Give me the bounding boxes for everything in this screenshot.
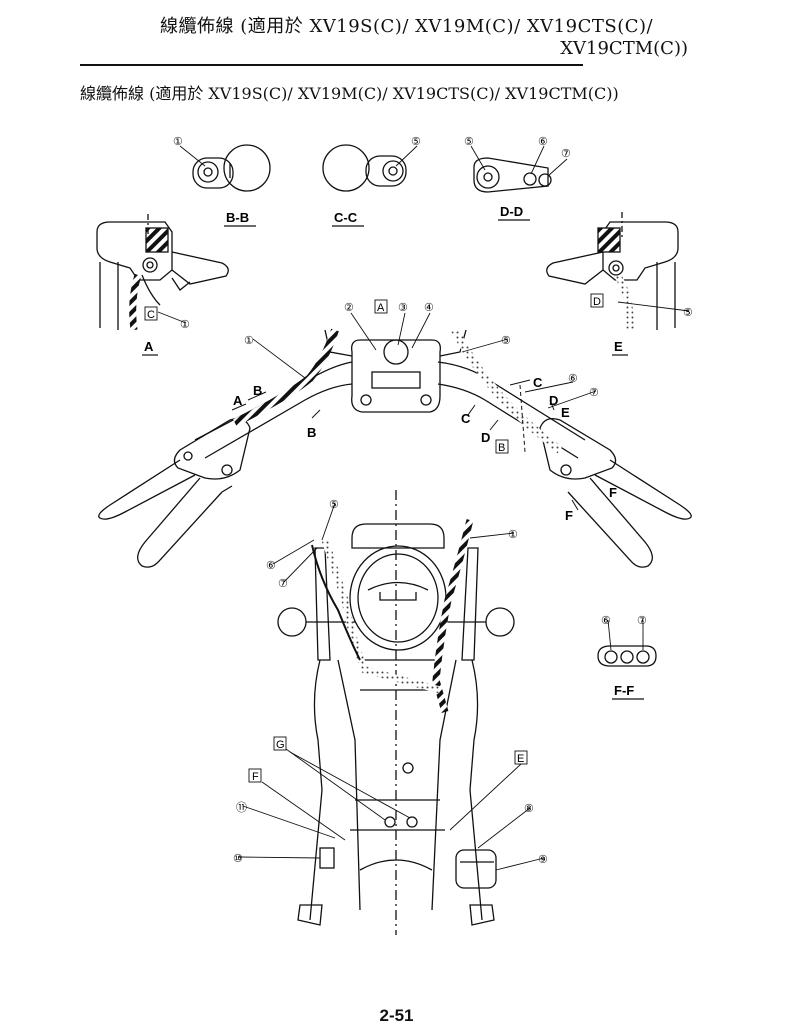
page-number: 2-51 bbox=[379, 1006, 414, 1025]
section-indicators bbox=[231, 379, 601, 511]
callout-5-cc: ⑤ bbox=[411, 136, 421, 148]
arrow-letter-c-lower: C bbox=[461, 411, 471, 426]
view-labels: B-B C-C D-D A E F-F bbox=[142, 204, 644, 700]
callout-6-ff: ⑥ bbox=[601, 615, 611, 627]
callout-7-ff: ⑦ bbox=[637, 615, 647, 627]
detail-a-left-switch bbox=[96, 214, 229, 331]
box-letter-e: E bbox=[517, 753, 524, 765]
arrow-letter-e: E bbox=[561, 405, 570, 420]
callout-1-handlebar: ① bbox=[244, 335, 254, 347]
arrow-letter-a: A bbox=[233, 393, 243, 408]
arrow-letters: A B B C C D D E F F bbox=[233, 375, 617, 523]
view-label-a: A bbox=[144, 339, 154, 354]
callout-1-a: ① bbox=[180, 319, 190, 331]
callout-6-dd: ⑥ bbox=[538, 136, 548, 148]
callout-1-lower: ① bbox=[508, 529, 518, 541]
arrow-letter-c-upper: C bbox=[533, 375, 543, 390]
callout-1-bb: ① bbox=[173, 136, 183, 148]
arrow-letter-f-lower: F bbox=[565, 508, 573, 523]
arrow-letter-b-lower: B bbox=[307, 425, 316, 440]
callout-5-lower: ⑤ bbox=[329, 499, 339, 511]
box-letter-a: A bbox=[377, 302, 385, 314]
callout-7-dd: ⑦ bbox=[561, 148, 571, 160]
section-subtitle: 線纜佈線 (適用於 XV19S(C)/ XV19M(C)/ XV19CTS(C)… bbox=[80, 84, 619, 103]
boxed-letters bbox=[144, 293, 604, 783]
page-title-line-2: XV19CTM(C)) bbox=[560, 38, 688, 59]
section-cc-detail bbox=[322, 144, 407, 192]
arrow-letter-d-upper: D bbox=[549, 393, 558, 408]
callout-7-lower: ⑦ bbox=[278, 578, 288, 590]
callout-5-e: ⑤ bbox=[683, 307, 693, 319]
box-letter-g: G bbox=[276, 739, 285, 751]
callout-numbers: ① ⑤ ⑤ ⑥ ⑦ ① ⑤ ① ② ③ ④ ⑤ ⑥ ⑦ ⑤ ⑥ ⑦ ① ⑥ ⑦ … bbox=[173, 136, 693, 866]
callout-5-dd: ⑤ bbox=[464, 136, 474, 148]
wire-harness-main bbox=[432, 519, 474, 713]
callout-5-handlebar: ⑤ bbox=[501, 335, 511, 347]
handlebar-assembly bbox=[98, 329, 692, 568]
callout-4: ④ bbox=[424, 302, 434, 314]
leader-lines bbox=[157, 145, 690, 871]
callout-2: ② bbox=[344, 302, 354, 314]
view-label-cc: C-C bbox=[334, 210, 358, 225]
view-label-e: E bbox=[614, 339, 623, 354]
box-letter-c: C bbox=[147, 309, 155, 321]
title-rule bbox=[80, 64, 583, 66]
boxed-letter-text: A C D B G E F bbox=[147, 296, 601, 783]
callout-3: ③ bbox=[398, 302, 408, 314]
section-dd-detail bbox=[473, 157, 552, 193]
handlebar-switch-cable-left bbox=[233, 328, 339, 427]
arrow-letter-d-lower: D bbox=[481, 430, 490, 445]
view-label-dd: D-D bbox=[500, 204, 523, 219]
handlebar-switch-cable-right bbox=[451, 328, 563, 454]
callout-6-lower: ⑥ bbox=[266, 560, 276, 572]
callout-8: ⑧ bbox=[524, 803, 534, 815]
section-ff-detail bbox=[597, 645, 657, 667]
box-letter-d: D bbox=[593, 296, 601, 308]
callout-7-handlebar: ⑦ bbox=[589, 387, 599, 399]
view-label-bb: B-B bbox=[226, 210, 249, 225]
view-label-ff: F-F bbox=[614, 683, 634, 698]
callout-9: ⑨ bbox=[538, 854, 548, 866]
callout-11: ⑪ bbox=[236, 801, 247, 814]
arrow-letter-f-upper: F bbox=[609, 485, 617, 500]
wire-harness-secondary bbox=[321, 538, 441, 694]
box-letter-f: F bbox=[252, 771, 259, 783]
section-bb-detail bbox=[192, 144, 271, 192]
wire-harness-thin bbox=[311, 544, 361, 661]
arrow-letter-b-upper: B bbox=[253, 383, 262, 398]
detail-e-right-switch bbox=[546, 212, 679, 331]
lower-chassis-view bbox=[277, 490, 515, 935]
callout-10: ⑩ bbox=[233, 853, 243, 865]
callout-6-handlebar: ⑥ bbox=[568, 373, 578, 385]
page-title-line-1: 線纜佈線 (適用於 XV19S(C)/ XV19M(C)/ XV19CTS(C)… bbox=[160, 16, 654, 37]
box-letter-b: B bbox=[498, 442, 505, 454]
